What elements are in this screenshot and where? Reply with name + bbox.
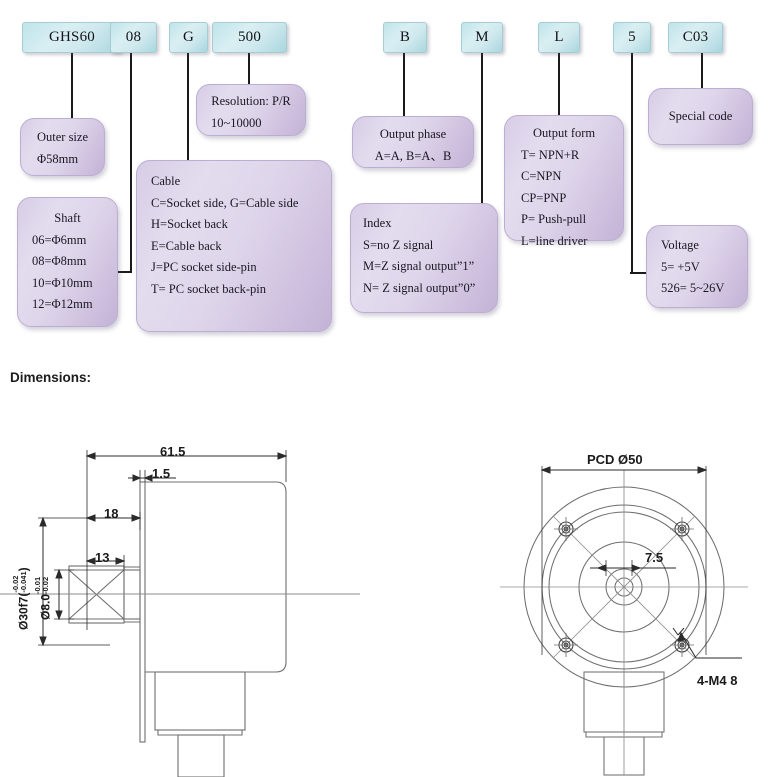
dim-center: 7.5 xyxy=(645,550,664,565)
desc-box-index: Index S=no Z signal M=Z signal output”1”… xyxy=(350,203,498,313)
code-box-label: M xyxy=(475,29,489,45)
desc-box-cable: Cable C=Socket side, G=Cable side H=Sock… xyxy=(136,160,332,332)
desc-title: Output form xyxy=(533,126,596,140)
leader-line-output-phase xyxy=(403,50,405,116)
leader-line-shaft-vertical xyxy=(130,50,132,272)
tol-lower: -0.02 xyxy=(40,576,50,594)
code-box-label: 5 xyxy=(628,29,636,45)
desc-line: C=Socket side, G=Cable side xyxy=(151,195,299,210)
dim-body-diameter: Ø30f7(-0.02-0.041) xyxy=(11,567,31,630)
code-box-index[interactable]: M xyxy=(461,22,503,53)
leader-line-index xyxy=(481,50,483,205)
desc-line: L=line driver xyxy=(521,233,588,248)
desc-line: E=Cable back xyxy=(151,238,222,253)
desc-line: Φ58mm xyxy=(37,151,79,166)
dim-shaft-length: 18 xyxy=(104,506,119,521)
dim-shaft-diameter: Ø8.0-0.01-0.02 xyxy=(33,576,53,620)
desc-title: Shaft xyxy=(54,211,81,225)
desc-line: CP=PNP xyxy=(521,190,567,205)
dim-thread-callout: 4-M4 8 xyxy=(697,673,738,688)
tol-lower: -0.041 xyxy=(18,571,28,593)
desc-line: H=Socket back xyxy=(151,217,228,231)
desc-line: 5= +5V xyxy=(661,259,700,274)
code-box-output-form[interactable]: L xyxy=(538,22,580,53)
leader-line-shaft-horizontal xyxy=(117,271,132,273)
code-box-voltage[interactable]: 5 xyxy=(613,22,651,53)
desc-line: 08=Φ8mm xyxy=(32,254,87,268)
code-box-outer-size[interactable]: GHS60 xyxy=(22,22,122,53)
leader-line-cable xyxy=(187,50,189,160)
dim-shaft-diameter-tolerance: -0.01-0.02 xyxy=(33,576,50,594)
desc-line: C=NPN xyxy=(521,169,562,183)
code-box-label: 500 xyxy=(237,29,262,45)
desc-line: T= NPN+R xyxy=(521,147,580,162)
code-box-label: L xyxy=(554,29,564,45)
desc-line: A=A, B=A、B xyxy=(374,148,452,163)
leader-line-outer-size xyxy=(71,50,73,118)
dim-body-diameter-tolerance: -0.02-0.041 xyxy=(11,571,28,593)
desc-box-shaft: Shaft 06=Φ6mm 08=Φ8mm 10=Φ10mm 12=Φ12mm xyxy=(17,197,118,327)
code-box-label: GHS60 xyxy=(48,29,95,45)
leader-line-resolution xyxy=(248,50,250,84)
code-box-shaft[interactable]: 08 xyxy=(110,22,157,53)
desc-line: J=PC socket side-pin xyxy=(151,260,257,274)
leader-line-special-code xyxy=(701,50,703,88)
code-box-resolution[interactable]: 500 xyxy=(212,22,287,53)
leader-line-voltage-vertical xyxy=(631,50,633,273)
desc-box-special-code: Special code xyxy=(648,88,753,145)
code-box-label: B xyxy=(399,29,411,45)
desc-line: N= Z signal output”0” xyxy=(363,280,476,295)
desc-title: Outer size xyxy=(36,130,89,144)
desc-box-voltage: Voltage 5= +5V 526= 5~26V xyxy=(646,225,748,308)
desc-line: 12=Φ12mm xyxy=(32,297,93,311)
desc-title: Voltage xyxy=(661,238,699,252)
desc-line: M=Z signal output”1” xyxy=(363,259,475,273)
code-box-label: G xyxy=(182,29,195,45)
dim-overall-length: 61.5 xyxy=(160,444,186,459)
side-view-drawing xyxy=(0,450,360,777)
desc-title: Output phase xyxy=(379,127,447,141)
code-box-output-phase[interactable]: B xyxy=(383,22,427,53)
leader-line-voltage-horizontal xyxy=(630,272,648,274)
desc-line: 10~10000 xyxy=(211,115,262,130)
code-box-label: C03 xyxy=(682,29,709,45)
desc-line: T= PC socket back-pin xyxy=(151,281,267,296)
desc-box-outer-size: Outer size Φ58mm xyxy=(20,118,105,176)
dim-shaft-engagement: 13 xyxy=(95,550,110,565)
code-box-cable[interactable]: G xyxy=(169,22,208,53)
code-box-label: 08 xyxy=(125,29,142,45)
desc-box-output-form: Output form T= NPN+R C=NPN CP=PNP P= Pus… xyxy=(504,115,624,248)
leader-line-output-form xyxy=(558,50,560,115)
front-view-drawing xyxy=(500,466,748,776)
desc-title: Index xyxy=(363,216,392,230)
dim-pcd: PCD Ø50 xyxy=(587,452,643,467)
code-box-special-code[interactable]: C03 xyxy=(668,22,723,53)
desc-box-output-phase: Output phase A=A, B=A、B xyxy=(352,116,474,168)
desc-title: Cable xyxy=(151,174,181,188)
dim-flange-thickness: 1.5 xyxy=(152,466,171,481)
desc-line: 10=Φ10mm xyxy=(32,275,93,290)
desc-line: P= Push-pull xyxy=(521,212,587,226)
desc-box-resolution: Resolution: P/R 10~10000 xyxy=(196,84,306,136)
dim-body-diameter-value: Ø30f7 xyxy=(16,596,31,630)
desc-line: 526= 5~26V xyxy=(661,281,725,295)
desc-line: 06=Φ6mm xyxy=(32,232,87,247)
dimensions-heading: Dimensions: xyxy=(10,370,92,385)
dim-shaft-diameter-value: Ø8.0 xyxy=(38,593,53,620)
desc-title: Special code xyxy=(668,108,733,123)
desc-line: S=no Z signal xyxy=(363,237,434,252)
desc-title: Resolution: P/R xyxy=(211,94,291,108)
